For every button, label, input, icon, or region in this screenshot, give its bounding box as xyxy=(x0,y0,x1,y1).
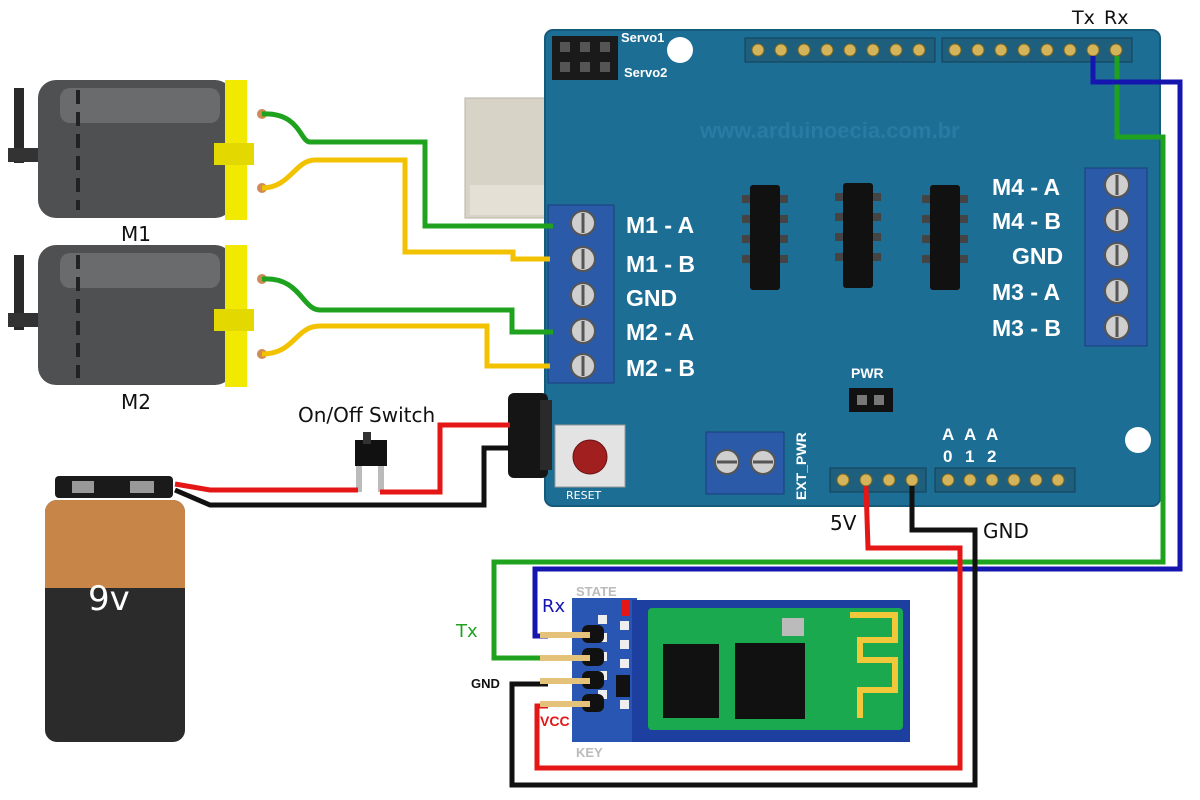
terminal-label-m2b: M2 - B xyxy=(626,355,695,381)
wire-battery-red xyxy=(174,481,358,493)
wire-m1a-green xyxy=(261,111,553,229)
watermark: www.arduinoecia.com.br xyxy=(699,118,960,143)
servo2-label: Servo2 xyxy=(624,65,667,80)
analog-a1-n: 1 xyxy=(965,447,974,466)
analog-a0-n: 0 xyxy=(943,447,952,466)
bt-tx-label: Tx xyxy=(455,621,478,642)
mount-hole xyxy=(667,37,693,63)
wire-switch-red xyxy=(380,422,510,495)
top-header-left xyxy=(744,37,936,63)
analog-a2-n: 2 xyxy=(987,447,996,466)
pwr-label: PWR xyxy=(851,365,884,381)
tx-label-top: Tx xyxy=(1071,7,1095,29)
right-terminal-block xyxy=(1084,167,1148,347)
terminal-label-m2a: M2 - A xyxy=(626,319,694,345)
bt-rx-label: Rx xyxy=(542,596,566,617)
bt-state-label: STATE xyxy=(576,584,617,599)
terminal-label-gnd-right: GND xyxy=(1012,243,1063,269)
battery-9v xyxy=(45,476,185,742)
terminal-label-gnd-left: GND xyxy=(626,285,677,311)
wire-m1b-yellow xyxy=(261,157,550,262)
on-off-switch xyxy=(355,440,387,466)
top-header-right xyxy=(941,37,1133,63)
bluetooth-module xyxy=(540,598,910,742)
terminal-label-m1b: M1 - B xyxy=(626,251,695,277)
terminal-label-m3b: M3 - B xyxy=(992,315,1061,341)
ic-chip xyxy=(922,185,968,290)
wire-m2b-yellow xyxy=(261,323,550,369)
wire-5v-red xyxy=(534,485,963,771)
bt-vcc-label: VCC xyxy=(540,713,570,729)
analog-a1-a: A xyxy=(964,425,976,444)
ext-pwr-label: EXT_PWR xyxy=(793,432,809,500)
rx-label-top: Rx xyxy=(1104,7,1128,29)
mount-hole xyxy=(1125,427,1151,453)
gnd-label: GND xyxy=(983,519,1029,543)
analog-a2-a: A xyxy=(986,425,998,444)
wire-gnd-black xyxy=(509,486,978,788)
terminal-label-m3a: M3 - A xyxy=(992,279,1060,305)
wire-rx-blue xyxy=(532,56,1183,639)
battery-label: 9v xyxy=(88,579,130,619)
motor-m2 xyxy=(8,245,267,387)
motor-m1 xyxy=(8,80,267,220)
wire-tx-green xyxy=(491,56,1166,661)
analog-header xyxy=(934,467,1076,493)
pwr-jumper xyxy=(849,388,893,412)
servo1-label: Servo1 xyxy=(621,30,664,45)
terminal-label-m4b: M4 - B xyxy=(992,208,1061,234)
bt-key-label: KEY xyxy=(576,745,603,760)
bt-gnd-label: GND xyxy=(471,676,500,691)
ic-chip xyxy=(835,183,881,288)
ic-chip xyxy=(742,185,788,290)
power-jack xyxy=(508,393,548,478)
wire-battery-black xyxy=(174,445,510,508)
reset-label: RESET xyxy=(566,489,602,502)
left-terminal-block xyxy=(547,204,615,384)
terminal-label-m1a: M1 - A xyxy=(626,212,694,238)
analog-a0-a: A xyxy=(942,425,954,444)
wire-m2a-green xyxy=(261,276,553,335)
v5-label: 5V xyxy=(830,511,857,535)
switch-label: On/Off Switch xyxy=(298,403,435,427)
motor-m1-label: M1 xyxy=(121,222,151,246)
motor-m2-label: M2 xyxy=(121,390,151,414)
terminal-label-m4a: M4 - A xyxy=(992,174,1060,200)
